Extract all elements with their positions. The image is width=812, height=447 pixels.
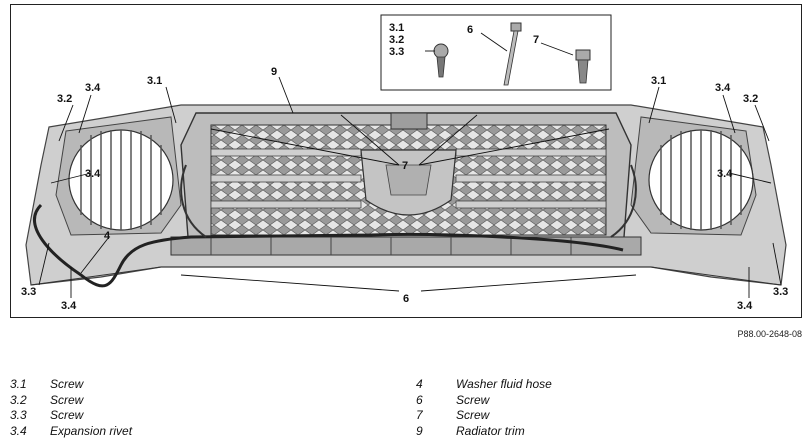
- washer-fluid-hose: [33, 203, 624, 288]
- callout-3-4-right-bottom: 3.4: [737, 300, 753, 312]
- legend-description: Screw: [50, 377, 84, 391]
- legend-number: 3.4: [10, 424, 27, 438]
- inset-callout-3-3: 3.3: [389, 46, 404, 58]
- legend-description: Expansion rivet: [50, 424, 133, 438]
- callout-3-1-right: 3.1: [651, 75, 666, 87]
- right-headlamp-opening: [630, 116, 757, 236]
- callout-3-4-right-mid: 3.4: [717, 168, 733, 180]
- callout-7: 7: [402, 160, 408, 172]
- legend-number: 9: [416, 424, 423, 438]
- legend-number: 3.1: [10, 377, 27, 391]
- callout-3-3-right: 3.3: [773, 286, 788, 298]
- inset-callout-3-1: 3.1: [389, 22, 404, 34]
- lower-crossmember: [170, 236, 642, 256]
- legend-description: Screw: [50, 393, 84, 407]
- callout-3-4-left-bottom: 3.4: [61, 300, 77, 312]
- fastener-inset: [380, 14, 612, 91]
- inset-callout-7: 7: [533, 34, 539, 46]
- callout-3-2-left: 3.2: [57, 93, 72, 105]
- left-headlamp-opening: [55, 116, 182, 236]
- callout-3-4-left-top: 3.4: [85, 82, 101, 94]
- callout-6: 6: [403, 293, 409, 305]
- top-bracket: [390, 112, 428, 130]
- callout-3-1-left: 3.1: [147, 75, 162, 87]
- callout-4: 4: [104, 230, 111, 242]
- screw-7-icon: [575, 49, 591, 84]
- bumper-lower-edge: [30, 266, 782, 286]
- legend-description: Screw: [50, 408, 84, 422]
- callout-3-4-left-mid: 3.4: [85, 168, 101, 180]
- screw-6-icon: [503, 22, 522, 86]
- diagram-drawing: 3.1 3.2 3.4 3.4 3.3 3.4 4 9 7 6 3.1 3.4 …: [21, 14, 788, 312]
- legend-number: 7: [416, 408, 423, 422]
- inset-callout-6: 6: [467, 24, 473, 36]
- callout-9: 9: [271, 66, 277, 78]
- legend-number: 6: [416, 393, 423, 407]
- callout-3-3-left: 3.3: [21, 286, 36, 298]
- callout-3-4-right-top: 3.4: [715, 82, 731, 94]
- legend-description: Radiator trim: [456, 424, 525, 438]
- figure-code: P88.00-2648-08: [737, 329, 802, 339]
- radiator-trim-diagram: 3.1 3.2 3.4 3.4 3.3 3.4 4 9 7 6 3.1 3.4 …: [10, 4, 802, 318]
- callout-3-2-right: 3.2: [743, 93, 758, 105]
- legend-description: Washer fluid hose: [456, 377, 552, 391]
- legend-number: 3.3: [10, 408, 27, 422]
- legend-description: Screw: [456, 408, 490, 422]
- inset-callout-3-2: 3.2: [389, 34, 404, 46]
- legend-description: Screw: [456, 393, 490, 407]
- legend-number: 3.2: [10, 393, 27, 407]
- legend-number: 4: [416, 377, 423, 391]
